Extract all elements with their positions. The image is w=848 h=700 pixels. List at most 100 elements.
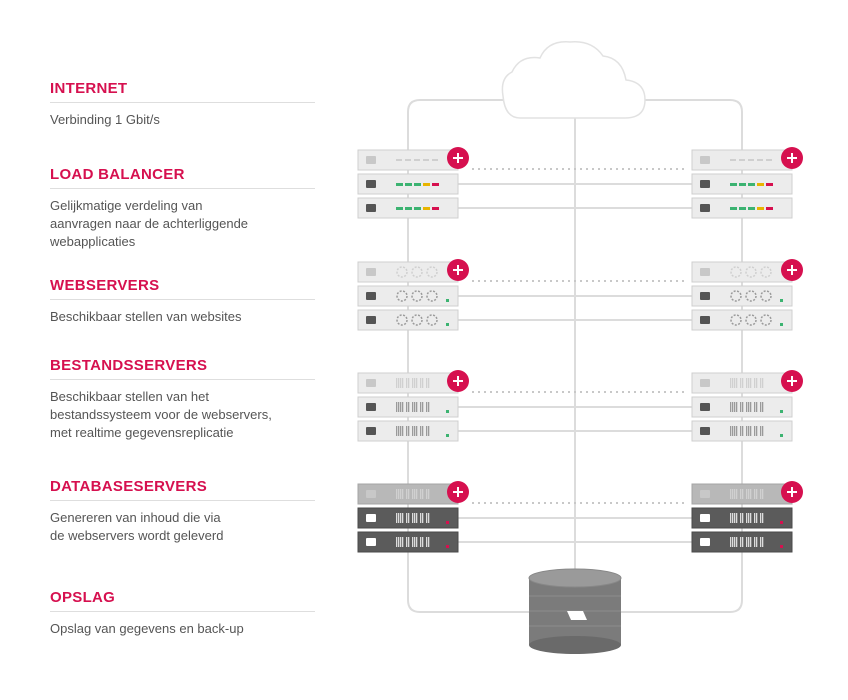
section-title: INTERNET: [50, 78, 315, 103]
logo-icon: [700, 490, 710, 498]
status-led: [780, 434, 783, 437]
section-description: Beschikbaar stellen van het bestandssyst…: [50, 388, 315, 442]
drive-slot: [416, 378, 418, 388]
drive-slot: [754, 513, 756, 523]
logo-icon: [700, 514, 710, 522]
drive-slot: [732, 402, 734, 412]
plus-icon[interactable]: [447, 147, 469, 169]
drive-slot: [732, 537, 734, 547]
plus-icon[interactable]: [781, 259, 803, 281]
logo-icon: [366, 427, 376, 435]
drive-slot: [408, 378, 410, 388]
fan-icon: [426, 290, 438, 302]
drive-slot: [748, 513, 750, 523]
drive-slot: [760, 426, 762, 436]
section-load-balancer: LOAD BALANCER Gelijkmatige verdeling van…: [50, 164, 315, 251]
drive-slot: [414, 489, 416, 499]
section-description: Opslag van gegevens en back-up: [50, 620, 315, 638]
drive-slot: [402, 378, 404, 388]
storage-cylinder-icon: [528, 568, 622, 654]
drive-slot: [398, 426, 400, 436]
plus-icon[interactable]: [447, 370, 469, 392]
drive-slot: [412, 402, 414, 412]
logo-icon: [366, 292, 376, 300]
led-indicator: [757, 207, 764, 210]
led-indicator: [414, 159, 420, 161]
description-line: met realtime gegevensreplicatie: [50, 425, 234, 440]
drive-slot: [412, 378, 414, 388]
drive-slot: [748, 378, 750, 388]
server-unit: [691, 285, 793, 307]
drive-slot: [730, 513, 732, 523]
description-line: Beschikbaar stellen van het: [50, 389, 209, 404]
drive-slot: [730, 378, 732, 388]
drive-slot: [734, 402, 736, 412]
drive-slot: [746, 513, 748, 523]
plus-icon[interactable]: [447, 481, 469, 503]
drive-slot: [762, 426, 764, 436]
led-indicator: [405, 183, 412, 186]
drive-slot: [746, 402, 748, 412]
drive-slot: [426, 489, 428, 499]
fan-icon: [396, 290, 408, 302]
drive-slot: [420, 513, 422, 523]
drive-slot: [756, 537, 758, 547]
fan-icon: [411, 290, 423, 302]
drive-slot: [416, 537, 418, 547]
drive-slot: [734, 537, 736, 547]
section-title: LOAD BALANCER: [50, 164, 315, 189]
drive-slot: [760, 513, 762, 523]
logo-icon: [366, 514, 376, 522]
drive-slot: [396, 489, 398, 499]
drive-slot: [414, 402, 416, 412]
drive-slot: [750, 426, 752, 436]
drive-slot: [732, 378, 734, 388]
logo-icon: [366, 156, 376, 164]
fan-icon: [411, 266, 423, 278]
drive-slot: [760, 489, 762, 499]
logo-icon: [700, 268, 710, 276]
drive-slot: [414, 378, 416, 388]
drive-slot: [732, 426, 734, 436]
logo-icon: [700, 316, 710, 324]
logo-icon: [700, 204, 710, 212]
drive-slot: [416, 402, 418, 412]
cloud-icon: [501, 41, 646, 119]
drive-slot: [730, 489, 732, 499]
led-indicator: [748, 183, 755, 186]
led-indicator: [757, 159, 763, 161]
plus-icon[interactable]: [781, 370, 803, 392]
drive-slot: [426, 537, 428, 547]
plus-icon[interactable]: [781, 147, 803, 169]
drive-slot: [742, 402, 744, 412]
drive-slot: [406, 378, 408, 388]
drive-slot: [754, 537, 756, 547]
drive-slot: [742, 378, 744, 388]
drive-slot: [736, 489, 738, 499]
server-stack-load-balancer: [691, 147, 803, 219]
led-indicator: [432, 183, 439, 186]
drive-slot: [416, 426, 418, 436]
plus-icon[interactable]: [447, 259, 469, 281]
led-indicator: [414, 207, 421, 210]
drive-slot: [756, 426, 758, 436]
logo-icon: [700, 403, 710, 411]
drive-slot: [420, 378, 422, 388]
drive-slot: [412, 426, 414, 436]
led-indicator: [396, 207, 403, 210]
drive-slot: [398, 513, 400, 523]
drive-slot: [760, 537, 762, 547]
led-indicator: [748, 159, 754, 161]
section-opslag: OPSLAG Opslag van gegevens en back-up: [50, 587, 315, 638]
drive-slot: [730, 402, 732, 412]
drive-slot: [740, 489, 742, 499]
drive-slot: [428, 378, 430, 388]
drive-slot: [420, 537, 422, 547]
drive-slot: [734, 489, 736, 499]
plus-icon[interactable]: [781, 481, 803, 503]
section-internet: INTERNET Verbinding 1 Gbit/s: [50, 78, 315, 129]
drive-slot: [756, 402, 758, 412]
led-indicator: [739, 183, 746, 186]
logo-icon: [366, 316, 376, 324]
drive-slot: [398, 489, 400, 499]
